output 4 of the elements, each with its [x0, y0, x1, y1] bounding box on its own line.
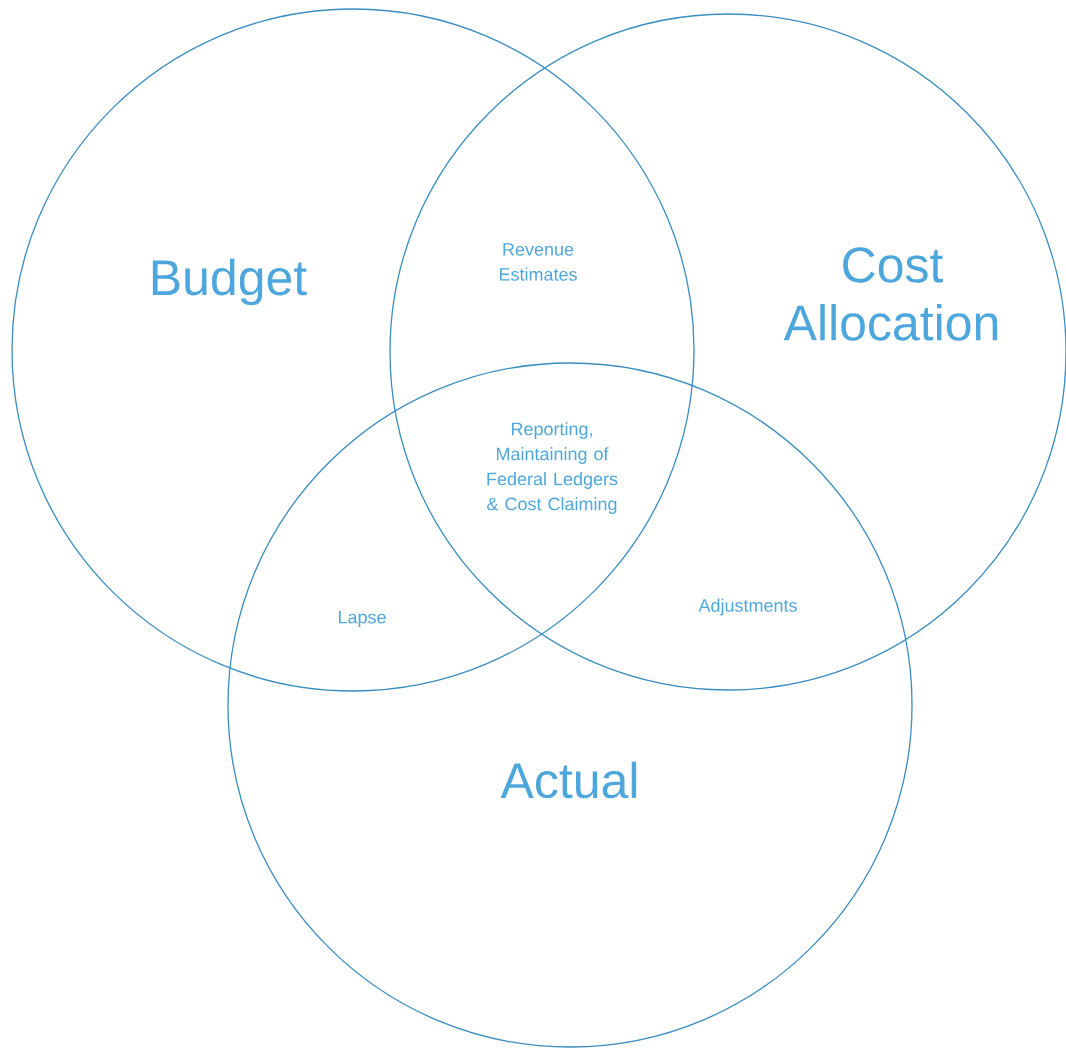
region-label: Lapse	[338, 610, 386, 628]
region-label: Reporting, Maintaining of Federal Ledgers & Cost Claiming	[487, 422, 618, 514]
region-label: Revenue Estimates	[499, 243, 577, 281]
region-label: Adjustments	[698, 598, 797, 616]
